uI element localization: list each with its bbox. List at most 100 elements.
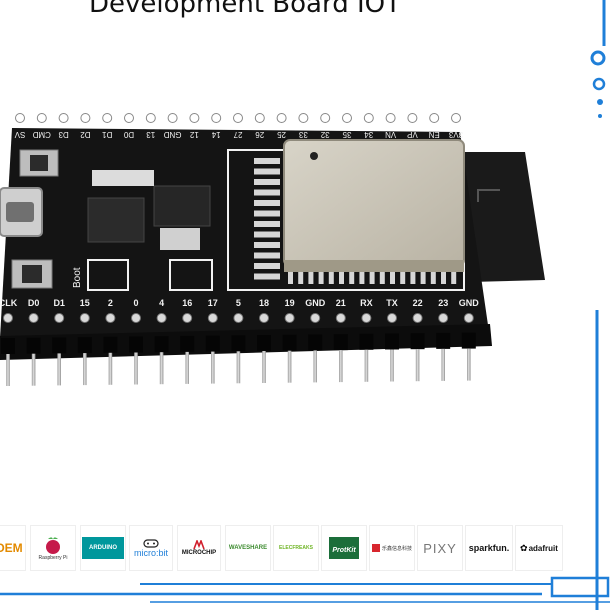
header-pin bbox=[236, 351, 241, 384]
top-pin-label: D0 bbox=[123, 130, 134, 139]
module-pad bbox=[254, 158, 280, 164]
top-pin-label: 34 bbox=[364, 130, 373, 139]
header-block bbox=[26, 337, 41, 354]
header-hole bbox=[28, 313, 39, 323]
logo-sparkfun: sparkfun. bbox=[465, 525, 513, 571]
header-block bbox=[205, 335, 220, 352]
espressif-icon bbox=[371, 544, 380, 552]
header-hole bbox=[102, 113, 113, 123]
logo-espressif-text: 乐鑫信息科技 bbox=[381, 545, 412, 552]
adafruit-icon: ✿ bbox=[520, 542, 528, 553]
module-pad bbox=[369, 270, 375, 284]
module-pad bbox=[379, 270, 385, 284]
top-pin-label: D3 bbox=[58, 130, 69, 139]
header-hole bbox=[310, 313, 321, 323]
bottom-pin-label: 19 bbox=[285, 298, 295, 308]
header-pin bbox=[415, 349, 420, 382]
top-pin-label: VN bbox=[385, 130, 396, 139]
header-hole bbox=[361, 313, 372, 323]
module-pad bbox=[254, 189, 280, 196]
page-title: Development Board IOT bbox=[89, 0, 401, 19]
partner-logo-strip: OEM Raspberry Pi ARDUINO micro:bit MICRO… bbox=[0, 525, 565, 573]
top-pin-label: CMD bbox=[32, 130, 50, 139]
header-hole bbox=[233, 113, 243, 123]
logo-pixy-text: PIXY bbox=[423, 540, 457, 556]
bottom-pin-label: 2 bbox=[108, 298, 113, 308]
ring-icon bbox=[592, 77, 606, 91]
header-pin bbox=[185, 351, 189, 384]
header-block bbox=[1, 338, 15, 354]
bottom-pin-label: 5 bbox=[236, 298, 241, 308]
module-pad bbox=[390, 270, 395, 284]
bottom-pin-label: 18 bbox=[259, 298, 269, 308]
module-pad bbox=[349, 270, 355, 284]
module-pad bbox=[288, 270, 293, 284]
header-pin bbox=[6, 354, 10, 386]
logo-oem: OEM bbox=[0, 525, 26, 571]
logo-protokit-text: ProtKit bbox=[332, 547, 356, 554]
module-pad bbox=[254, 168, 280, 175]
header-hole bbox=[298, 113, 309, 123]
header-hole bbox=[15, 113, 25, 123]
top-pin-label: 33 bbox=[298, 130, 307, 139]
module-pad bbox=[410, 270, 416, 284]
header-block bbox=[154, 336, 169, 353]
bottom-pin-label: RX bbox=[360, 298, 373, 308]
header-hole bbox=[207, 313, 218, 323]
header-hole bbox=[463, 313, 474, 323]
logo-arduino-text: ARDUINO bbox=[89, 545, 117, 551]
header-pin bbox=[287, 350, 292, 383]
top-pin-label: 27 bbox=[233, 130, 242, 139]
header-hole bbox=[342, 113, 352, 123]
module-pad bbox=[318, 270, 324, 284]
top-pin-label: 32 bbox=[320, 130, 329, 139]
bottom-pin-label: CLK bbox=[0, 298, 18, 308]
header-pin bbox=[108, 352, 113, 385]
header-hole bbox=[284, 313, 295, 323]
boot-label: Boot bbox=[72, 267, 83, 288]
bottom-pin-label: 16 bbox=[182, 298, 192, 308]
header-block bbox=[308, 334, 323, 351]
header-block bbox=[359, 333, 374, 350]
top-pin-label: D2 bbox=[80, 130, 91, 139]
bottom-pin-label: 0 bbox=[133, 298, 138, 308]
header-hole bbox=[451, 113, 461, 123]
header-hole bbox=[124, 113, 134, 123]
header-hole bbox=[385, 113, 396, 123]
header-hole bbox=[254, 113, 265, 123]
header-block bbox=[410, 333, 425, 350]
module-pad bbox=[328, 270, 334, 284]
bottom-decoration bbox=[0, 576, 610, 603]
header-pin bbox=[134, 352, 138, 385]
module-pad bbox=[359, 270, 365, 284]
header-pin bbox=[159, 352, 164, 385]
module-pad bbox=[254, 263, 280, 269]
header-hole bbox=[335, 313, 346, 323]
header-block bbox=[52, 337, 67, 354]
raspberry-icon bbox=[46, 537, 60, 554]
logo-waveshare-text: WAVESHARE bbox=[228, 545, 268, 551]
header-hole bbox=[156, 313, 167, 323]
bottom-pin-label: 21 bbox=[336, 298, 346, 308]
top-pin-label: 14 bbox=[211, 130, 220, 139]
header-block bbox=[180, 335, 195, 352]
header-hole bbox=[412, 313, 423, 323]
header-block bbox=[385, 333, 399, 350]
header-block bbox=[103, 336, 118, 353]
header-hole bbox=[80, 113, 91, 123]
header-hole bbox=[167, 113, 178, 123]
module-pad bbox=[254, 210, 280, 217]
top-pin-label: 25 bbox=[277, 130, 286, 139]
module-pad bbox=[254, 242, 280, 248]
module-pad bbox=[308, 270, 314, 284]
logo-microchip: MICROCHIP bbox=[177, 525, 221, 571]
bottom-pin-label: GND bbox=[459, 298, 480, 308]
logo-sparkfun-text: sparkfun. bbox=[468, 543, 510, 553]
top-pin-label: SV bbox=[14, 130, 25, 139]
header-block bbox=[231, 335, 246, 352]
module-pad bbox=[254, 231, 280, 238]
en-button bbox=[19, 149, 59, 177]
usb-connector bbox=[0, 187, 43, 237]
bottom-pin-label: D0 bbox=[28, 298, 40, 308]
